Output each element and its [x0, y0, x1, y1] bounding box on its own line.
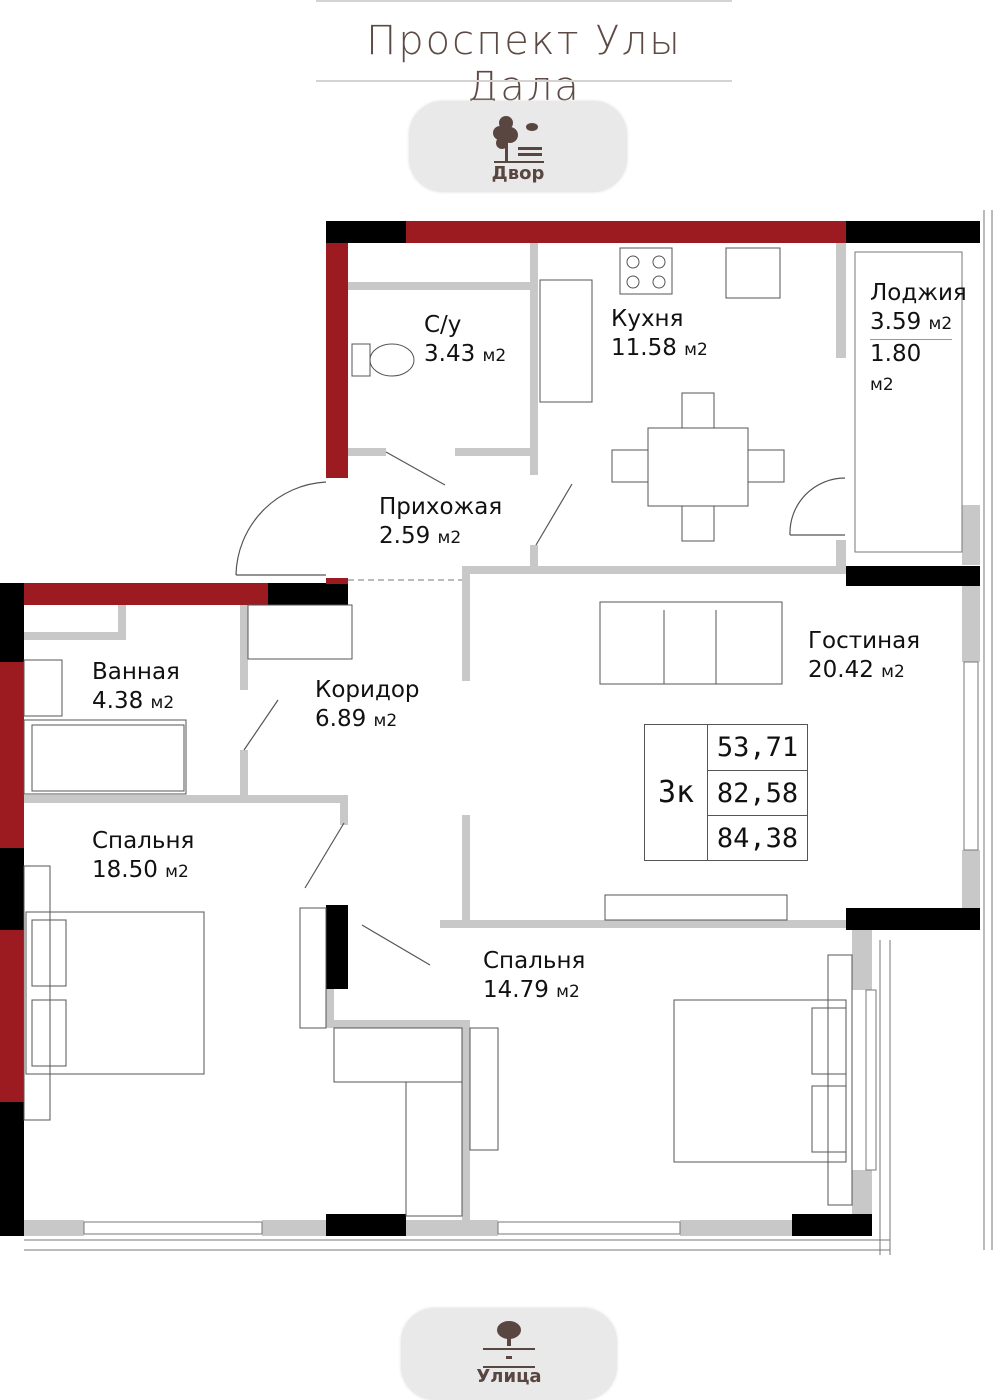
room-hall: Прихожая 2.59 м2: [379, 494, 503, 549]
living-area: 53,71: [716, 731, 799, 763]
street-direction-button[interactable]: Улица: [401, 1308, 617, 1400]
apartment-summary-table: 3к 53,71 82,58 84,38: [644, 724, 808, 861]
furniture: [23, 247, 853, 1217]
title-top-rule: [316, 0, 732, 2]
courtyard-direction-button[interactable]: Двор: [409, 101, 627, 192]
dining-table: [647, 427, 749, 507]
total-area: 82,58: [708, 770, 807, 815]
bathtub: [31, 724, 185, 792]
room-kitchen: Кухня 11.58 м2: [611, 306, 708, 361]
room-living: Гостиная 20.42 м2: [808, 628, 921, 683]
park-bench-tree-icon: [493, 116, 544, 163]
windows-and-lines: [24, 210, 993, 1255]
bearing-walls: [0, 221, 980, 1236]
total-area-with-loggia: 84,38: [708, 815, 807, 860]
room-loggia: Лоджия 3.59 м2 1.80 м2: [870, 279, 967, 400]
sofa: [599, 601, 783, 685]
room-bath: Ванная 4.38 м2: [92, 659, 180, 714]
floor-plan: [0, 210, 993, 1255]
room-count: 3к: [645, 725, 708, 860]
wardrobe: [247, 604, 353, 660]
stove: [619, 247, 673, 295]
street-label: Улица: [476, 1366, 542, 1387]
tv-stand: [604, 894, 788, 921]
room-bedroom-2: Спальня 14.79 м2: [483, 948, 586, 1003]
room-su: С/у 3.43 м2: [424, 312, 507, 367]
title-bottom-rule: [316, 80, 732, 82]
toilet: [369, 343, 415, 377]
entrance-door: [235, 481, 327, 576]
room-bedroom-1: Спальня 18.50 м2: [92, 828, 195, 883]
exterior-walls: [0, 221, 846, 1102]
closet: [333, 1027, 463, 1083]
washbasin: [23, 659, 63, 717]
partitions: [24, 243, 980, 1236]
doors: [235, 451, 846, 966]
room-corridor: Коридор 6.89 м2: [315, 677, 420, 732]
courtyard-label: Двор: [491, 163, 545, 184]
street-tree-icon: [483, 1321, 535, 1368]
